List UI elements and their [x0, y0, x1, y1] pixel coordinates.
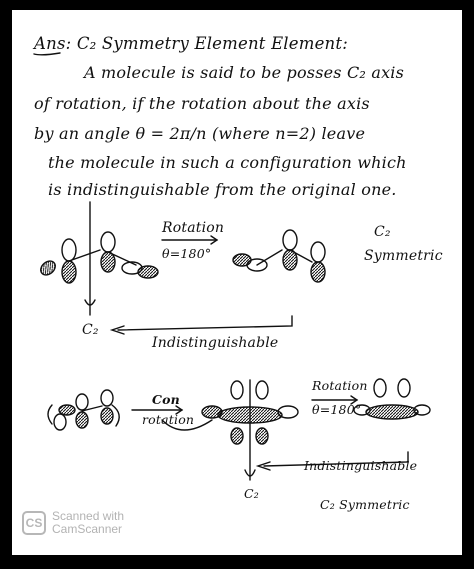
watermark-line-1: Scanned with [52, 509, 125, 523]
heading-underline [33, 52, 61, 56]
watermark-line-2: CamScanner [52, 522, 123, 536]
hand-drawn-diagrams [33, 52, 431, 481]
axis-rotation-arrow-1 [84, 299, 96, 306]
indistinguishable-label-2: Indistinguishable [304, 458, 418, 473]
c2-axis-label-1: C₂ [82, 322, 99, 338]
right-molecule-orbitals [232, 229, 326, 283]
rotation-label-1: Rotation [162, 220, 225, 236]
rotation-small-label: rotation [142, 412, 195, 427]
left-molecule-orbitals [40, 231, 159, 284]
scanned-page: Ans: C₂ Symmetry Element Element: A mole… [12, 10, 462, 555]
indistinguishable-bracket-2 [263, 451, 409, 467]
indistinguishable-arrow-left [109, 325, 125, 335]
body-line-4: the molecule in such a configuration whi… [48, 153, 407, 172]
angle-label-2: θ=180° [312, 402, 362, 417]
angle-label-1: θ=180° [162, 246, 212, 261]
body-line-2: of rotation, if the rotation about the a… [34, 94, 370, 113]
body-line-5: is indistinguishable from the original o… [48, 180, 397, 199]
body-line-1: A molecule is said to be posses C₂ axis [84, 63, 405, 82]
con-label: Con [152, 392, 180, 407]
c2-axis-label-2: C₂ [244, 486, 259, 501]
rotation-label-2: Rotation [312, 378, 368, 393]
camscanner-watermark: CS Scanned with CamScanner [22, 510, 124, 536]
answer-heading: Ans: C₂ Symmetry Element Element: [34, 34, 348, 53]
indistinguishable-label-1: Indistinguishable [152, 335, 279, 351]
indistinguishable-bracket-1 [117, 315, 293, 331]
c2-label-right: C₂ [374, 224, 391, 240]
right-molecule-2-orbitals [353, 378, 431, 420]
symmetric-label-1: Symmetric [364, 248, 443, 264]
con-rotation-curve [161, 419, 213, 431]
camscanner-logo-icon: CS [22, 511, 46, 535]
body-line-3: by an angle θ = 2π/n (where n=2) leave [34, 124, 366, 143]
center-molecule-orbitals [201, 380, 299, 445]
small-molecule-sketch [47, 389, 120, 431]
c2-symmetric-label-2: C₂ Symmetric [320, 497, 410, 512]
